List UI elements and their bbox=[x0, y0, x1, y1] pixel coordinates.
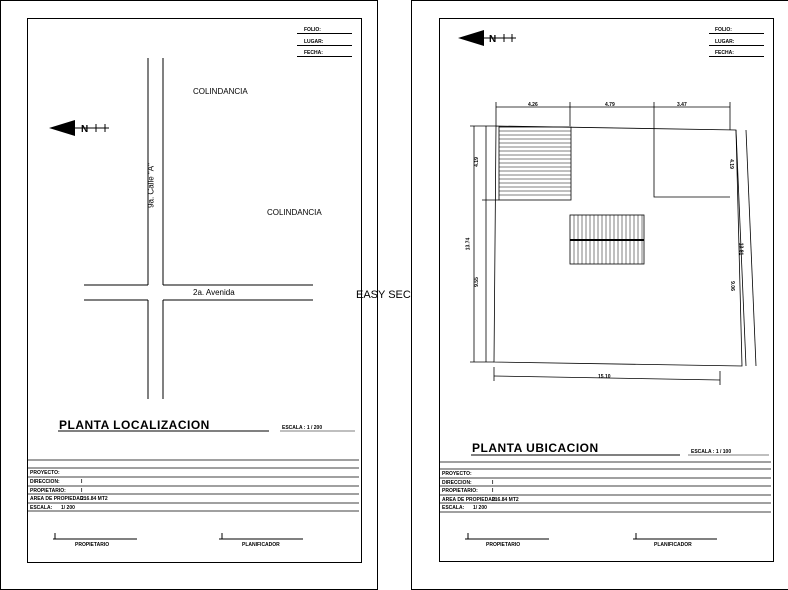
sheet1-drawing: N bbox=[28, 58, 359, 540]
signature-propietario-2: PROPIETARIO bbox=[486, 542, 521, 548]
escala-value-2: 1/ 200 bbox=[473, 505, 487, 511]
propietario-value: I bbox=[81, 488, 83, 494]
area-label-2: AREA DE PROPIEDAD: bbox=[442, 497, 498, 503]
sheet1-title: PLANTA LOCALIZACION bbox=[59, 418, 210, 432]
area-label: AREA DE PROPIEDAD: bbox=[30, 496, 86, 502]
direccion-value: I bbox=[81, 479, 83, 485]
sheet-planta-localizacion: FOLIO: LUGAR: FECHA: N bbox=[0, 0, 378, 590]
svg-text:N: N bbox=[489, 34, 496, 45]
area-value: 216.84 MT2 bbox=[81, 496, 108, 502]
sheet1-scale: ESCALA : 1 / 200 bbox=[282, 425, 323, 431]
signature-planificador-2: PLANIFICADOR bbox=[654, 542, 692, 548]
street-label: 9a. Calle "A" bbox=[146, 163, 156, 208]
dim-right-total: 13.81 bbox=[737, 242, 744, 256]
fecha-label: FECHA: bbox=[304, 50, 323, 56]
dim-bottom: 15.10 bbox=[598, 374, 611, 380]
avenue-label: 2a. Avenida bbox=[193, 288, 235, 297]
folio-label: FOLIO: bbox=[304, 27, 321, 33]
sheet2-drawing: N bbox=[440, 30, 771, 540]
signature-propietario: PROPIETARIO bbox=[75, 542, 110, 548]
svg-text:N: N bbox=[81, 124, 88, 135]
lugar-label-2: LUGAR: bbox=[715, 39, 735, 45]
direccion-value-2: I bbox=[492, 480, 494, 486]
colindancia-right-label: COLINDANCIA bbox=[267, 208, 322, 217]
north-arrow-icon bbox=[49, 120, 109, 136]
propietario-label-2: PROPIETARIO: bbox=[442, 488, 478, 494]
propietario-value-2: I bbox=[492, 488, 494, 494]
dim-left-a: 4.19 bbox=[473, 157, 480, 167]
direccion-label: DIRECCION: bbox=[30, 479, 60, 485]
dim-left-b: 9.55 bbox=[473, 277, 480, 287]
area-value-2: 216.84 MT2 bbox=[492, 497, 519, 503]
dim-top-b: 4.79 bbox=[605, 102, 615, 108]
sheet2-frame bbox=[439, 18, 774, 562]
proyecto-label-2: PROYECTO: bbox=[442, 471, 472, 477]
fecha-label-2: FECHA: bbox=[715, 50, 734, 56]
dim-left-total: 13.74 bbox=[465, 237, 472, 251]
dim-right-a: 4.19 bbox=[727, 159, 734, 169]
colindancia-top-label: COLINDANCIA bbox=[193, 87, 248, 96]
dim-right-b: 9.06 bbox=[728, 281, 735, 291]
lugar-label: LUGAR: bbox=[304, 39, 324, 45]
escala-label: ESCALA: bbox=[30, 505, 53, 511]
street-lines bbox=[84, 58, 313, 399]
sheet1-frame bbox=[27, 18, 362, 563]
proyecto-label: PROYECTO: bbox=[30, 470, 60, 476]
dim-top-a: 4.26 bbox=[528, 102, 538, 108]
hatch-block-2 bbox=[569, 214, 645, 265]
direccion-label-2: DIRECCION: bbox=[442, 480, 472, 486]
hatch-block-1 bbox=[499, 130, 571, 196]
escala-label-2: ESCALA: bbox=[442, 505, 465, 511]
folio-label-2: FOLIO: bbox=[715, 27, 732, 33]
escala-value: 1/ 200 bbox=[61, 505, 75, 511]
lot-outline bbox=[470, 102, 757, 385]
sheet-planta-ubicacion: FOLIO: LUGAR: FECHA: N bbox=[411, 0, 788, 590]
signature-planificador: PLANIFICADOR bbox=[242, 542, 280, 548]
sheet2-scale: ESCALA : 1 / 100 bbox=[691, 449, 732, 455]
dim-top-c: 3.47 bbox=[677, 102, 687, 108]
propietario-label: PROPIETARIO: bbox=[30, 488, 66, 494]
north-arrow-icon-2 bbox=[458, 30, 516, 46]
sheet2-title: PLANTA UBICACION bbox=[472, 441, 599, 455]
